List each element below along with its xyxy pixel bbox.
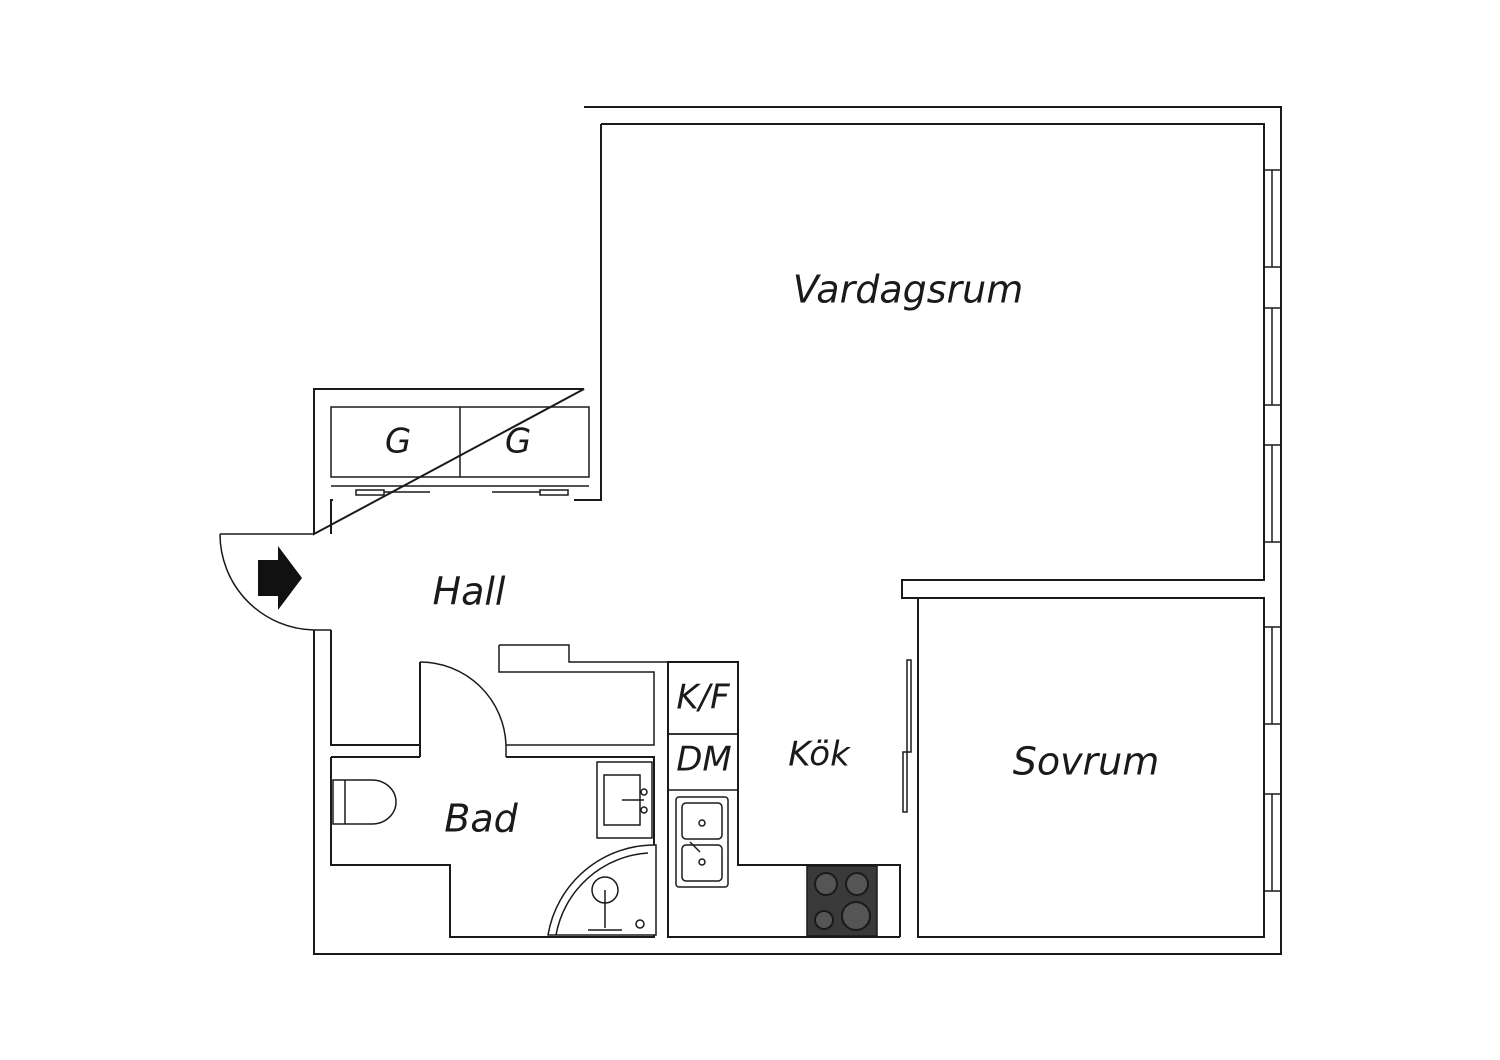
bathroom-wall bbox=[330, 662, 655, 938]
wardrobe-label-left: G bbox=[385, 422, 411, 462]
room-label-living-room: Vardagsrum bbox=[793, 268, 1024, 312]
entrance-arrow-icon bbox=[258, 546, 302, 610]
wardrobe-label-right: G bbox=[505, 422, 531, 462]
fridge-freezer-label: K/F bbox=[676, 678, 730, 718]
room-label-kitchen: Kök bbox=[788, 735, 851, 775]
toilet bbox=[332, 779, 397, 825]
dishwasher-label: DM bbox=[676, 740, 732, 780]
inner-wall-left bbox=[330, 630, 420, 746]
bathroom-sink bbox=[596, 761, 653, 839]
bathroom-door bbox=[419, 661, 507, 757]
room-label-bath: Bad bbox=[444, 797, 518, 841]
room-label-hall: Hall bbox=[433, 570, 506, 614]
entrance-door bbox=[219, 533, 331, 631]
hall-counter bbox=[498, 644, 668, 746]
inner-wall-upper bbox=[330, 124, 602, 534]
inner-wall-line bbox=[601, 123, 1265, 938]
shower bbox=[547, 844, 657, 936]
windows bbox=[1263, 169, 1282, 892]
kitchen-appliance-column: K/F DM bbox=[667, 661, 739, 791]
kitchen-sink bbox=[675, 796, 729, 888]
stove bbox=[806, 865, 878, 937]
outer-wall bbox=[313, 106, 1282, 955]
wardrobes: G G bbox=[330, 406, 590, 496]
sliding-door bbox=[899, 659, 912, 937]
room-label-bedroom: Sovrum bbox=[1013, 740, 1160, 784]
